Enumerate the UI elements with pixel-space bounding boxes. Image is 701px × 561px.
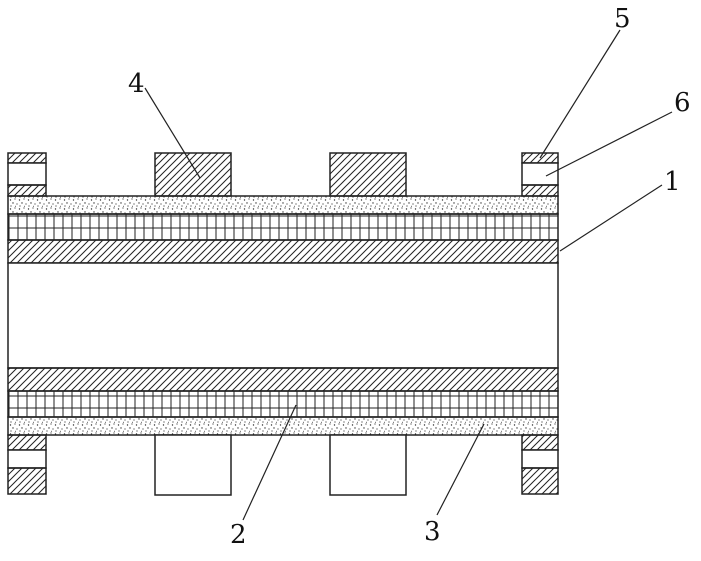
left-flange-bottom-gap [8,450,46,468]
right-flange-bottom-base [522,435,558,450]
top-outer-coating [8,196,558,214]
left-flange-top-gap [8,163,46,185]
label-1: 1 [664,167,681,197]
bottom-rib-left [155,435,231,495]
label-5: 5 [614,4,631,34]
right-flange-bottom-gap [522,450,558,468]
left-flange-top-base [8,185,46,196]
right-flange-bottom-cap [522,468,558,494]
right-flange-top-gap [522,163,558,185]
right-flange-top-base [522,185,558,196]
left-flange-bottom-base [8,435,46,450]
top-middle-grid-layer [8,214,558,240]
left-flange-top-cap [8,153,46,163]
leader-line-5 [540,30,620,158]
bottom-middle-grid-layer [8,391,558,417]
label-4: 4 [128,69,145,99]
label-2: 2 [230,520,247,550]
top-inner-hatched-layer [8,240,558,263]
bottom-rib-right [330,435,406,495]
top-rib-left [155,153,231,196]
leader-line-1 [560,185,662,251]
left-flange-bottom-cap [8,468,46,494]
label-3: 3 [424,517,441,547]
leader-line-6 [546,112,672,176]
leader-line-3 [437,424,484,515]
top-rib-right [330,153,406,196]
pipe-bore [8,263,558,368]
bottom-inner-hatched-layer [8,368,558,391]
label-6: 6 [674,88,691,118]
